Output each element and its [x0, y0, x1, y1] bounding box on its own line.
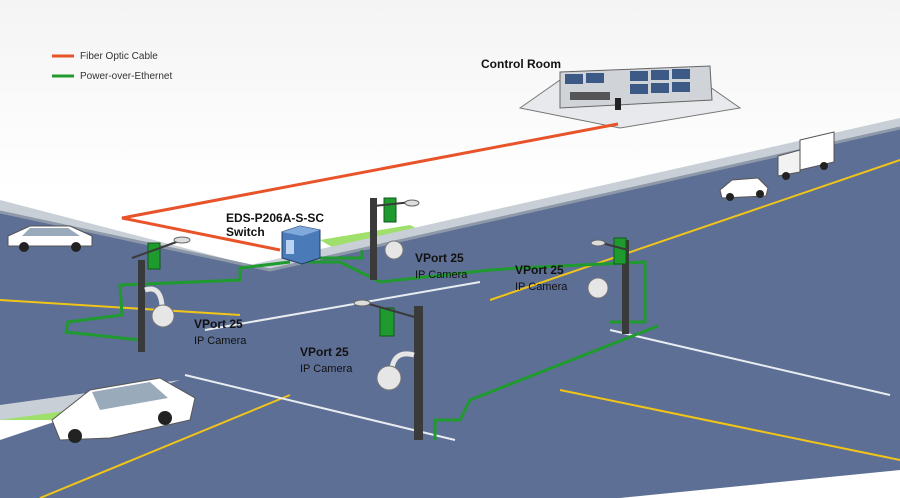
camera-pole-front: [353, 299, 423, 440]
crosswalk-line-3: [609, 329, 891, 396]
camera-label-left-model: VPort 25: [194, 317, 243, 331]
legend-fiber-label: Fiber Optic Cable: [80, 51, 158, 62]
car-right: [719, 177, 769, 201]
switch-model-label: EDS-P206A-S-SC: [226, 211, 324, 225]
poe-cable-front-camera: [433, 324, 659, 440]
legend-poe-label: Power-over-Ethernet: [80, 71, 172, 82]
camera-label-left-type: IP Camera: [194, 335, 247, 347]
camera-label-right-type: IP Camera: [515, 281, 568, 293]
control-room-label: Control Room: [481, 57, 561, 71]
delivery-truck: [777, 131, 835, 180]
switch-type-label: Switch: [226, 225, 265, 239]
camera-label-right-model: VPort 25: [515, 263, 564, 277]
poe-cable-right-camera: [300, 260, 647, 324]
camera-pole-left: [131, 236, 191, 352]
poe-cable-left-camera: [64, 260, 291, 342]
road-edge-back: [0, 126, 900, 272]
car-left-back: [7, 225, 93, 252]
crosswalk-line-2: [184, 374, 456, 441]
poe-cable-top-camera: [320, 250, 364, 260]
camera-label-top-type: IP Camera: [415, 269, 468, 281]
lane-line-bottom-right: [559, 389, 900, 461]
camera-label-front-model: VPort 25: [300, 345, 349, 359]
camera-label-top-model: VPort 25: [415, 251, 464, 265]
control-room-building: [518, 65, 742, 129]
cross-road: [0, 255, 900, 498]
car-front: [51, 377, 196, 443]
crosswalk-line-1: [204, 281, 481, 331]
lane-line-front: [39, 394, 291, 498]
lane-line-right: [489, 159, 900, 301]
fiber-optic-cable: [121, 122, 619, 252]
camera-pole-right: [587, 237, 629, 334]
camera-label-front-type: IP Camera: [300, 363, 353, 375]
switch-device: [281, 225, 321, 265]
camera-pole-top: [370, 197, 420, 280]
